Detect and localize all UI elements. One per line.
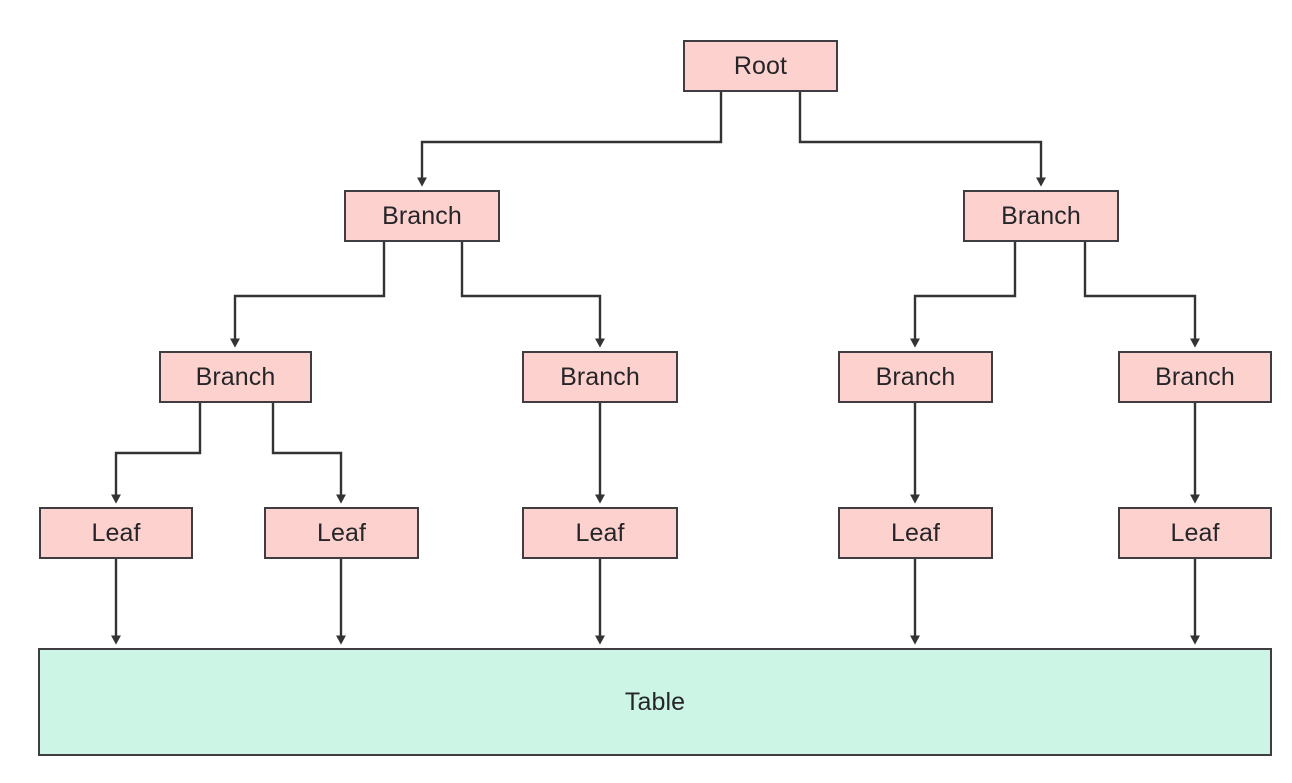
node-branch-level2-1[interactable]: Branch bbox=[159, 351, 312, 403]
node-branch-level2-2[interactable]: Branch bbox=[522, 351, 678, 403]
node-leaf-2-label: Leaf bbox=[316, 518, 367, 547]
node-branch-level1-left[interactable]: Branch bbox=[344, 190, 500, 242]
node-leaf-3-label: Leaf bbox=[575, 518, 625, 547]
edge-root-to-branch-l bbox=[417, 92, 723, 187]
node-branch-level2-4-label: Branch bbox=[1155, 362, 1235, 391]
node-branch-level2-2-label: Branch bbox=[560, 362, 640, 391]
node-leaf-4[interactable]: Leaf bbox=[838, 507, 993, 559]
node-leaf-4-label: Leaf bbox=[890, 518, 941, 547]
edge-branch-1-to-leaf-2 bbox=[271, 403, 346, 504]
node-leaf-5-label: Leaf bbox=[1170, 518, 1220, 547]
edge-branch-1-to-leaf-1 bbox=[111, 403, 202, 504]
node-branch-level1-right[interactable]: Branch bbox=[963, 190, 1119, 242]
node-leaf-1-label: Leaf bbox=[91, 518, 141, 547]
node-branch-level2-3-label: Branch bbox=[875, 362, 956, 391]
node-leaf-1[interactable]: Leaf bbox=[39, 507, 193, 559]
edge-branch-r-to-branch-4 bbox=[1083, 242, 1200, 348]
node-branch-level2-1-label: Branch bbox=[195, 362, 276, 391]
node-leaf-2[interactable]: Leaf bbox=[264, 507, 419, 559]
edge-branch-r-to-branch-3 bbox=[910, 242, 1017, 348]
node-branch-level2-3[interactable]: Branch bbox=[838, 351, 993, 403]
node-root[interactable]: Root bbox=[683, 40, 838, 92]
node-leaf-3[interactable]: Leaf bbox=[522, 507, 678, 559]
node-table[interactable]: Table bbox=[38, 648, 1272, 756]
edge-branch-l-to-branch-2 bbox=[460, 242, 605, 348]
node-branch-level1-right-label: Branch bbox=[1001, 201, 1081, 230]
node-branch-level2-4[interactable]: Branch bbox=[1118, 351, 1272, 403]
node-branch-level1-left-label: Branch bbox=[382, 201, 462, 230]
edge-branch-l-to-branch-1 bbox=[230, 242, 386, 348]
node-table-label: Table bbox=[624, 687, 686, 716]
edge-root-to-branch-r bbox=[798, 92, 1046, 187]
node-root-label: Root bbox=[733, 51, 788, 80]
node-leaf-5[interactable]: Leaf bbox=[1118, 507, 1272, 559]
